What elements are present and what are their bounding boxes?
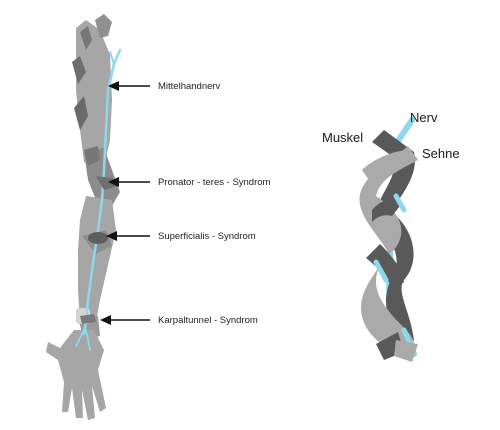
arrow-left-icon xyxy=(100,315,150,325)
label-nerve: Nerv xyxy=(410,110,438,125)
hand xyxy=(46,330,106,420)
nerve-branch-hand-a xyxy=(75,329,85,347)
compression-carpal xyxy=(80,314,96,324)
label-superficialis-syndrome: Superficialis - Syndrom xyxy=(158,231,256,242)
nerve-branch-top xyxy=(109,51,115,65)
arrow-left-icon xyxy=(106,231,150,241)
braid-illustration xyxy=(359,117,418,362)
label-tendon: Sehne xyxy=(422,146,460,161)
nerve-branch-hand-b xyxy=(85,329,91,351)
upper-arm-muscle xyxy=(74,96,88,130)
arrows xyxy=(100,81,150,325)
label-median-nerve: Mittelhandnerv xyxy=(158,81,221,92)
tendon-front-a xyxy=(362,150,416,190)
muscle-front-b xyxy=(372,200,400,222)
nerve-peek-b xyxy=(373,259,389,283)
label-muscle: Muskel xyxy=(322,130,363,145)
shoulder-muscle-b xyxy=(72,56,86,84)
elbow-dark xyxy=(84,146,100,166)
tendon-strand xyxy=(359,146,418,358)
label-pronator-syndrome: Pronator - teres - Syndrom xyxy=(158,177,271,188)
compression-superficialis xyxy=(88,232,108,244)
arm-illustration xyxy=(46,14,122,420)
arrow-left-icon xyxy=(108,81,150,91)
compression-pronator xyxy=(96,176,118,190)
label-carpal-tunnel-syndrome: Karpaltunnel - Syndrom xyxy=(158,315,258,326)
shoulder-muscle-a xyxy=(80,26,92,50)
arrow-left-icon xyxy=(108,177,150,187)
tendon-bottom-end xyxy=(394,340,418,362)
nerve-peek-a xyxy=(393,193,407,213)
shoulder-cap xyxy=(95,14,112,38)
median-nerve xyxy=(82,48,122,336)
muscle-front-a xyxy=(366,244,404,290)
upper-arm xyxy=(76,20,112,166)
forearm xyxy=(78,196,116,322)
